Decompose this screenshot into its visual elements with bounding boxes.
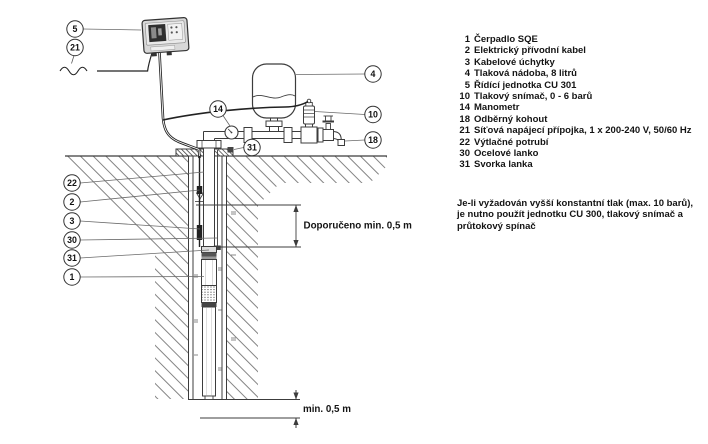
pump-suction-screen	[201, 285, 217, 303]
cu301-unit	[141, 17, 190, 57]
svg-text:3: 3	[70, 216, 75, 226]
callout-tank: 4	[364, 65, 382, 83]
svg-text:10: 10	[368, 110, 378, 120]
tank-connection	[265, 118, 283, 132]
svg-text:5: 5	[73, 24, 78, 34]
callout-cable: 2	[63, 193, 81, 211]
pressure-sensor	[300, 98, 318, 144]
callout-tap: 18	[364, 131, 382, 149]
callout-pump: 1	[63, 268, 81, 286]
pressure-tank	[251, 63, 297, 119]
pump-motor	[202, 306, 216, 397]
ac-mains-wave-icon	[59, 66, 88, 76]
svg-text:1: 1	[70, 272, 75, 282]
note-line: je nutno použít jednotku CU 300, tlakový…	[457, 209, 683, 221]
note-line: průtokový spínač	[457, 220, 536, 232]
svg-text:2: 2	[70, 197, 75, 207]
note-line: Je-li vyžadován vyšší konstantní tlak (m…	[457, 198, 694, 209]
submersible-pump	[201, 246, 217, 400]
svg-text:18: 18	[368, 135, 378, 145]
svg-text:31: 31	[67, 253, 77, 263]
callout-cable-clips: 3	[63, 212, 81, 230]
callout-riser-pipe: 22	[63, 174, 81, 192]
depth-marks	[194, 211, 236, 371]
mains-cable	[59, 52, 153, 76]
svg-text:14: 14	[213, 104, 223, 114]
bottom-clearance-dimension	[293, 390, 299, 428]
callout-sensor: 10	[364, 105, 382, 124]
bottom-clearance-label: min. 0,5 m	[303, 404, 351, 415]
ground-hatch-right	[227, 156, 387, 399]
cable-clip	[196, 225, 203, 240]
svg-text:31: 31	[247, 143, 257, 153]
cable-gland	[151, 52, 157, 57]
steel-wire	[213, 147, 234, 250]
wire-clamp-bottom	[213, 245, 221, 250]
cable-gland	[166, 51, 172, 56]
callout-leaders	[80, 28, 365, 278]
cu301-display	[148, 23, 167, 43]
callout-wire-clamp-top: 31	[243, 138, 261, 157]
ground-hatch-left	[65, 156, 188, 399]
pipe-unions	[243, 127, 293, 143]
manometer-gauge	[224, 125, 239, 140]
note: Je-li vyžadován vyšší konstantní tlak (m…	[457, 198, 708, 232]
callout-manometer: 14	[209, 100, 227, 118]
callout-mains: 21	[66, 38, 84, 57]
sensor-cable	[162, 100, 309, 121]
callout-wire-clamp: 31	[63, 249, 81, 267]
submergence-label: Doporučeno min. 0,5 m	[304, 221, 413, 232]
callout-cu301: 5	[66, 20, 84, 38]
callout-steel-wire: 30	[63, 231, 81, 249]
svg-text:22: 22	[67, 178, 77, 188]
submergence-dimension	[196, 204, 301, 248]
svg-text:21: 21	[70, 43, 80, 53]
draw-off-tap	[317, 115, 345, 146]
svg-text:30: 30	[67, 235, 77, 245]
wire-clamp-top	[227, 147, 234, 153]
svg-text:4: 4	[371, 69, 376, 79]
